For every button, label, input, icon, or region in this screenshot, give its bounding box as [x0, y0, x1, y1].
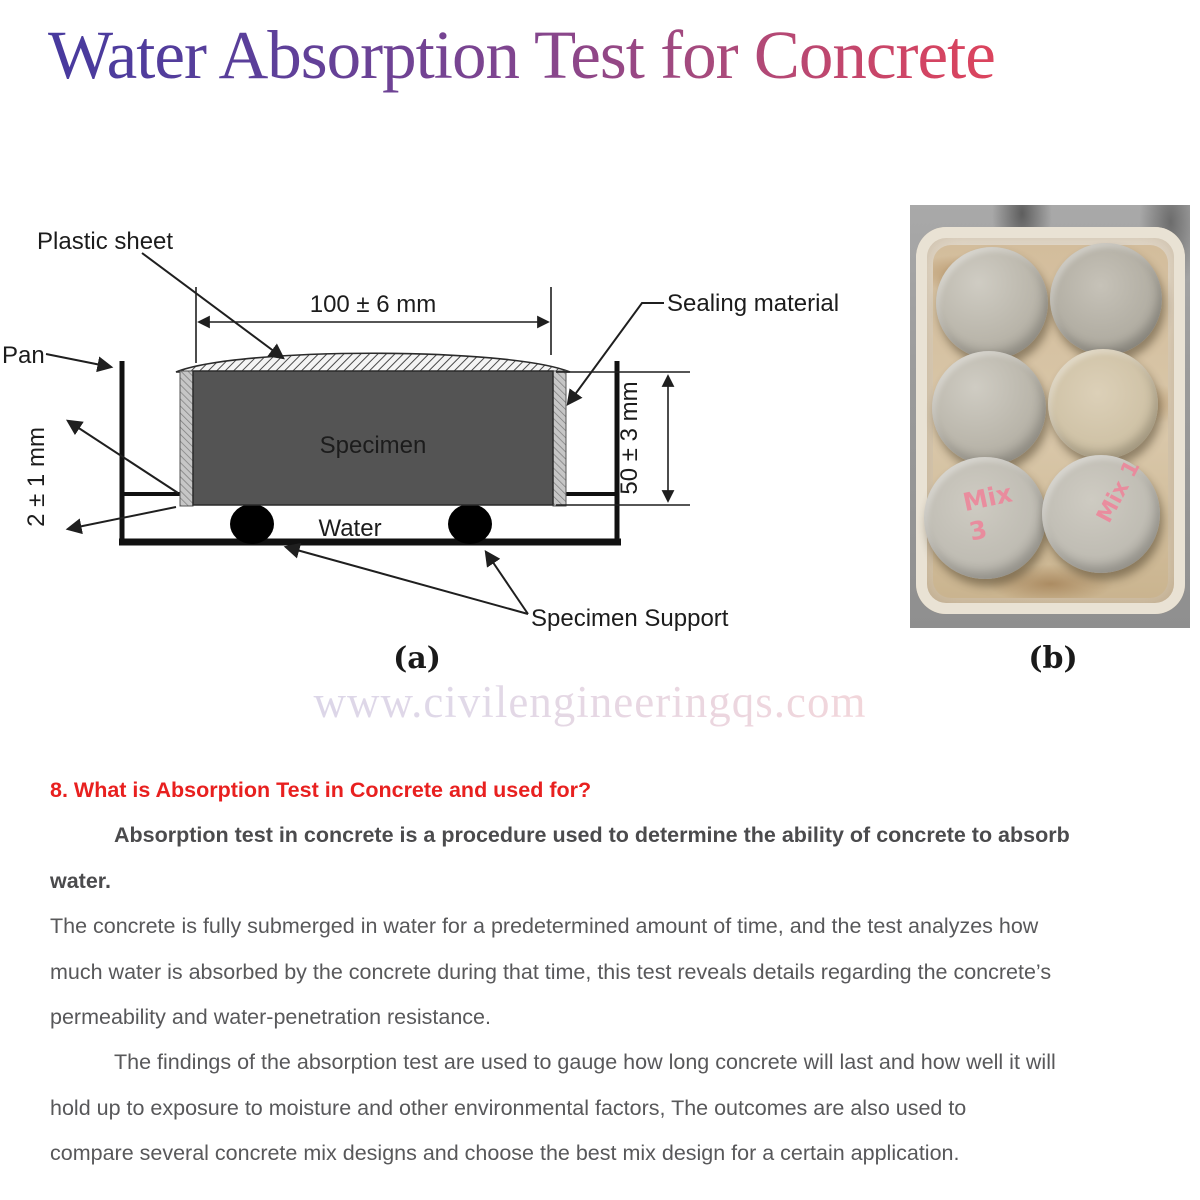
pan-label: Pan — [2, 342, 45, 369]
paragraph-line: hold up to exposure to moisture and othe… — [50, 1095, 967, 1120]
specimen-label: Specimen — [320, 432, 427, 459]
paragraph-line: compare several concrete mix designs and… — [50, 1141, 960, 1166]
absorption-test-diagram: Specimen 100 ± 6 mm 50 ± 3 mm 2 ± 1 mm P… — [2, 228, 839, 632]
concrete-cylinder — [932, 351, 1046, 465]
paragraph-line: permeability and water-penetration resis… — [50, 1005, 491, 1030]
sealing-strip-right — [552, 370, 567, 507]
plastic-sheet-leader — [141, 252, 285, 360]
mix-1-marking: Mix 1 — [1092, 456, 1146, 528]
dim-gap-leader-top — [65, 419, 179, 494]
dim-gap-label: 2 ± 1 mm — [23, 427, 50, 527]
concrete-cylinder — [1050, 243, 1162, 355]
paragraph-line: The findings of the absorption test are … — [114, 1050, 1056, 1075]
sealing-material-label: Sealing material — [667, 290, 839, 317]
dim-gap-leader-bottom — [65, 506, 177, 535]
concrete-cylinder-mix3: Mix 3 — [924, 457, 1046, 579]
page-title: Water Absorption Test for Concrete — [48, 16, 1158, 95]
concrete-cylinder — [1048, 349, 1158, 459]
specimen-support-label: Specimen Support — [531, 605, 729, 632]
plastic-sheet-shape — [175, 352, 571, 373]
sealing-strip-left — [179, 370, 194, 507]
sealing-material-leader — [566, 302, 664, 406]
watermark: www.civilengineeringqs.com — [0, 676, 1180, 728]
specimen-support-right — [448, 504, 492, 544]
plastic-sheet-label: Plastic sheet — [37, 228, 173, 255]
specimens-photo: Mix 3 Mix 1 — [910, 205, 1190, 628]
pan-leader — [45, 353, 114, 373]
dim-height-label: 50 ± 3 mm — [616, 381, 643, 494]
concrete-cylinder — [936, 247, 1048, 359]
paragraph-line: water. — [50, 868, 111, 893]
caption-b: (b) — [1028, 641, 1078, 676]
paragraph-line: Absorption test in concrete is a procedu… — [114, 823, 1070, 848]
specimen-rect — [192, 370, 554, 506]
paragraph-line: The concrete is fully submerged in water… — [50, 914, 1039, 939]
mix-3-marking: Mix 3 — [960, 478, 1015, 547]
section-heading: 8. What is Absorption Test in Concrete a… — [50, 778, 592, 802]
paragraph-line: much water is absorbed by the concrete d… — [50, 959, 1052, 984]
caption-a: (a) — [393, 641, 441, 676]
specimen-support-leader-left — [283, 542, 529, 615]
specimen-support-left — [230, 504, 274, 544]
article-body: 8. What is Absorption Test in Concrete a… — [50, 768, 1165, 1177]
specimen-support-leader-right — [484, 550, 529, 615]
dim-width-label: 100 ± 6 mm — [310, 291, 437, 318]
concrete-cylinder-mix1: Mix 1 — [1042, 455, 1160, 573]
water-label: Water — [318, 515, 381, 542]
